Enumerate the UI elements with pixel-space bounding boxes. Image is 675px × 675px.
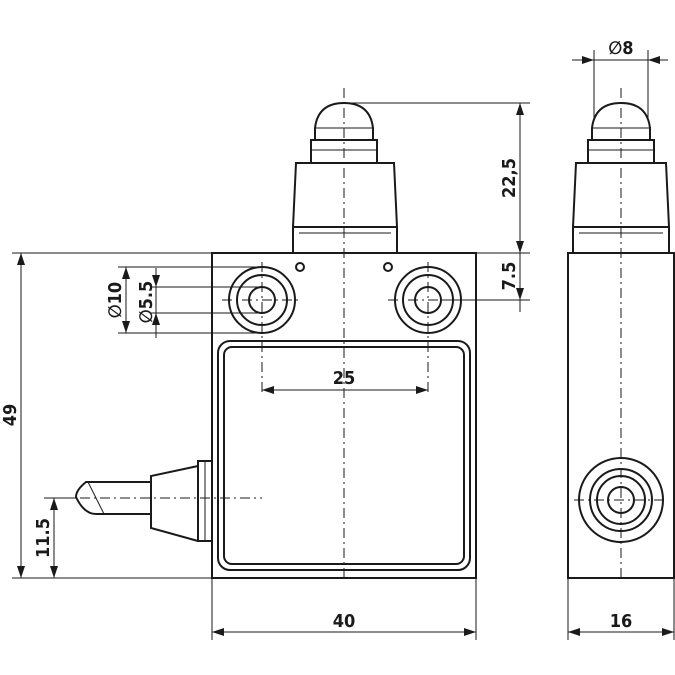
- dim-plunger-height: 22,5: [344, 102, 530, 254]
- dim-width-front: 40: [211, 578, 477, 640]
- dim-hole-offset-label: 7.5: [499, 262, 520, 291]
- side-view: [567, 88, 675, 579]
- dim-plunger-height-label: 22,5: [499, 158, 520, 198]
- dim-width-front-label: 40: [333, 611, 356, 632]
- dim-height-lever-label: 11.5: [33, 518, 54, 558]
- dim-height-lever: 11.5: [33, 497, 212, 579]
- screw-right: [383, 262, 393, 272]
- dim-hole: ∅5.5: [136, 268, 262, 338]
- dim-plunger-dia-label: ∅8: [608, 38, 633, 59]
- dim-height-total-label: 49: [0, 404, 21, 427]
- dim-counterbore-label: ∅10: [105, 282, 126, 318]
- screw-left: [295, 262, 305, 272]
- dim-hole-offset: 7.5: [441, 253, 530, 312]
- plunger-housing: [292, 162, 398, 253]
- dim-counterbore: ∅10: [105, 266, 262, 334]
- dim-hole-spacing-label: 25: [333, 368, 356, 389]
- dim-width-side-label: 16: [610, 611, 633, 632]
- dim-hole-label: ∅5.5: [136, 281, 157, 324]
- cable-gland: [74, 460, 212, 542]
- dimensions: 40 16 49 11.5: [0, 38, 675, 640]
- dim-width-side: 16: [567, 578, 675, 640]
- dim-plunger-dia: ∅8: [572, 38, 668, 118]
- dim-hole-spacing: 25: [262, 368, 428, 394]
